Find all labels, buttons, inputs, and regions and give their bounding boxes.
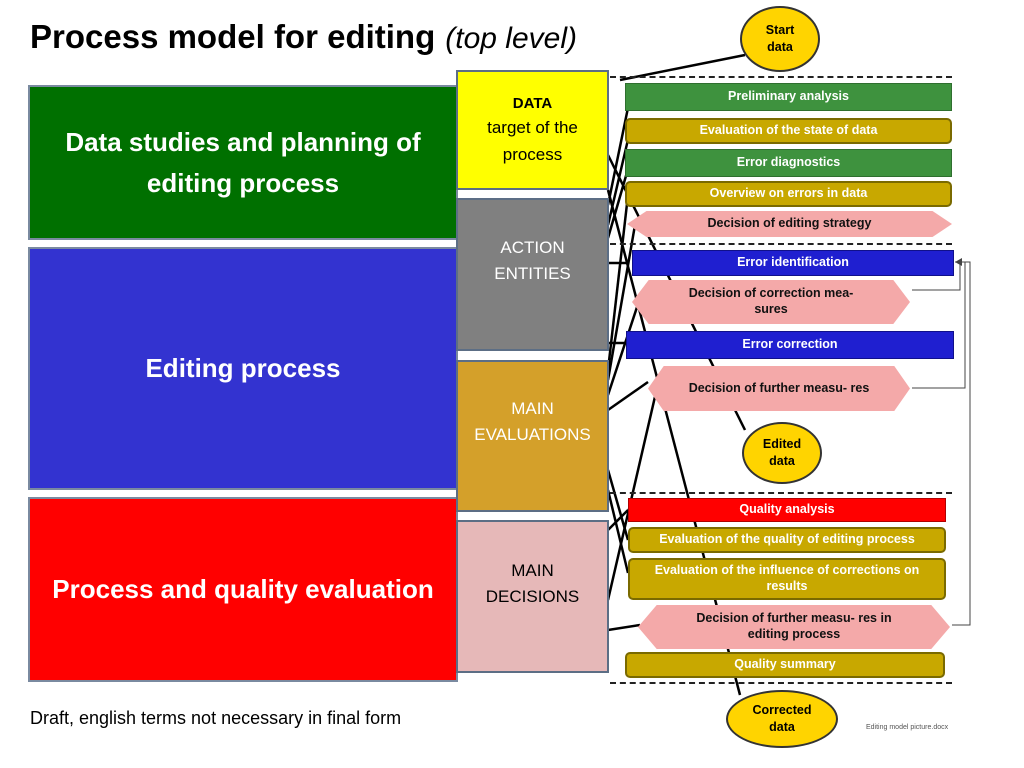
category-main-evaluations: MAIN EVALUATIONS (456, 360, 609, 512)
step-error-correction-label: Error correction (742, 337, 838, 352)
step-error-diagnostics: Error diagnostics (625, 149, 952, 177)
file-label: Editing model picture.docx (866, 724, 949, 731)
phase-evaluation-label: Process and quality evaluation (52, 574, 434, 605)
step-decision-further-editing: Decision of further measu- res in editin… (638, 605, 950, 649)
eval-to-decision-further (607, 380, 649, 412)
feedback-arrowhead (955, 258, 962, 266)
category-decisions-label: MAIN DECISIONS (485, 561, 580, 607)
category-data: DATA target of the process (456, 70, 609, 190)
step-overview-errors: Overview on errors in data (625, 181, 952, 207)
dashed-separator-bottom (610, 682, 952, 684)
eval-to-decision-strategy (606, 224, 637, 381)
start-data-label: Start data (765, 23, 795, 54)
edited-data-node: Edited data (742, 422, 822, 484)
decision-to-decision-further (606, 374, 662, 601)
step-preliminary-label: Preliminary analysis (728, 89, 849, 104)
step-eval-quality-label: Evaluation of the quality of editing pro… (659, 532, 915, 547)
eval-to-decision-correction (606, 297, 642, 396)
step-decision-strategy-label: Decision of editing strategy (707, 216, 872, 231)
start-data-node: Start data (740, 6, 820, 72)
step-error-id-label: Error identification (737, 255, 849, 270)
title-subtitle: (top level) (445, 22, 577, 55)
decision-to-decision-further-editing (607, 623, 641, 632)
step-eval-state-label: Evaluation of the state of data (699, 123, 878, 138)
category-action-label: ACTION ENTITIES (494, 238, 571, 284)
title-main: Process model for editing (30, 18, 436, 55)
corrected-data-node: Corrected data (726, 690, 838, 748)
phase-planning: Data studies and planning of editing pro… (28, 85, 458, 240)
decision-to-quality-analysis (607, 509, 629, 531)
step-quality-summary: Quality summary (625, 652, 945, 678)
category-action-entities: ACTION ENTITIES (456, 198, 609, 351)
step-error-identification: Error identification (632, 250, 954, 276)
phase-planning-label: Data studies and planning of editing pro… (65, 127, 421, 198)
feedback-loop-inner (912, 261, 966, 389)
dashed-separator-editing (610, 243, 952, 245)
step-decision-further: Decision of further measu- res (648, 366, 910, 411)
eval-to-eval-influence (606, 489, 630, 574)
step-eval-influence-label: Evaluation of the influence of correctio… (654, 563, 920, 593)
dashed-separator-evaluation (610, 492, 952, 494)
step-decision-further-label: Decision of further measu- res (688, 380, 870, 395)
step-quality-summary-label: Quality summary (734, 657, 836, 672)
step-error-diag-label: Error diagnostics (736, 155, 841, 170)
step-error-correction: Error correction (626, 331, 954, 359)
category-main-decisions: MAIN DECISIONS (456, 520, 609, 673)
dashed-separator-top (610, 76, 952, 78)
action-to-eval-state (606, 130, 632, 226)
start-data-connector (619, 53, 746, 82)
category-data-title: DATA (512, 95, 553, 112)
step-decision-correction-label: Decision of correction mea- sures (688, 286, 854, 316)
action-to-preliminary (606, 97, 632, 206)
step-evaluation-state: Evaluation of the state of data (625, 118, 952, 144)
step-decision-further-editing-label: Decision of further measu- res in editin… (696, 611, 892, 641)
feedback-loop-outer (952, 261, 971, 626)
step-decision-strategy: Decision of editing strategy (627, 211, 952, 237)
phase-editing-label: Editing process (145, 353, 341, 384)
step-preliminary-analysis: Preliminary analysis (625, 83, 952, 111)
page-title: Process model for editing (top level) (30, 18, 577, 56)
phase-editing: Editing process (28, 247, 458, 490)
step-overview-label: Overview on errors in data (709, 186, 868, 201)
step-quality-analysis-label: Quality analysis (739, 502, 835, 517)
category-data-subtitle: target of the process (487, 118, 578, 164)
feedback-loop-correction (912, 262, 961, 291)
step-quality-analysis: Quality analysis (628, 498, 946, 522)
eval-to-overview (606, 194, 630, 371)
edited-data-label: Edited data (762, 437, 802, 468)
step-decision-correction: Decision of correction mea- sures (632, 280, 910, 324)
phase-evaluation: Process and quality evaluation (28, 497, 458, 682)
step-evaluation-influence: Evaluation of the influence of correctio… (628, 558, 946, 600)
corrected-data-label: Corrected data (752, 703, 812, 734)
category-evaluations-label: MAIN EVALUATIONS (474, 399, 591, 445)
footer-note: Draft, english terms not necessary in fi… (30, 708, 402, 728)
step-evaluation-quality: Evaluation of the quality of editing pro… (628, 527, 946, 553)
